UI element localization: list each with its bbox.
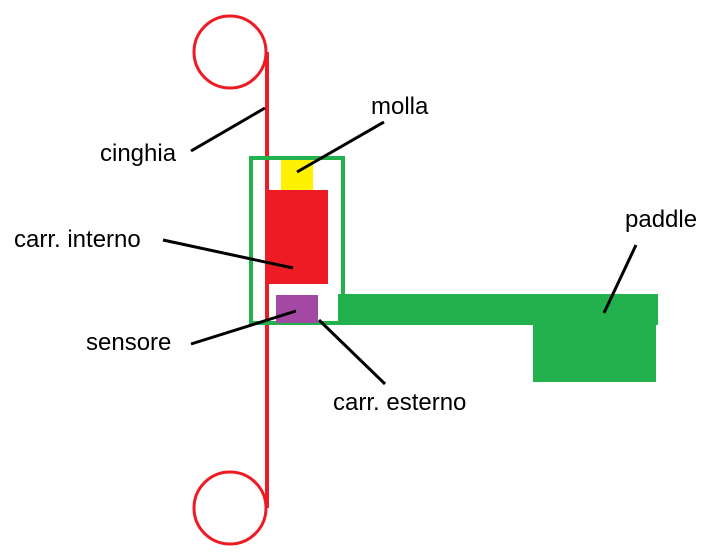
leader-carr-esterno bbox=[317, 318, 387, 386]
label-cinghia: cinghia bbox=[100, 140, 177, 167]
label-carr-interno: carr. interno bbox=[14, 226, 141, 253]
label-molla: molla bbox=[371, 93, 429, 120]
leader-sensore bbox=[190, 309, 297, 346]
inner-carriage bbox=[267, 190, 328, 284]
paddle bbox=[533, 294, 656, 382]
leader-cinghia bbox=[190, 106, 266, 153]
sensor bbox=[276, 295, 318, 323]
label-sensore: sensore bbox=[86, 329, 171, 356]
bottom-pulley bbox=[192, 470, 268, 546]
leader-carr-interno bbox=[162, 238, 294, 270]
label-carr-esterno: carr. esterno bbox=[333, 389, 466, 416]
leader-molla bbox=[296, 120, 385, 174]
top-pulley bbox=[192, 14, 268, 90]
label-paddle: paddle bbox=[625, 206, 697, 233]
leader-paddle bbox=[602, 244, 638, 314]
